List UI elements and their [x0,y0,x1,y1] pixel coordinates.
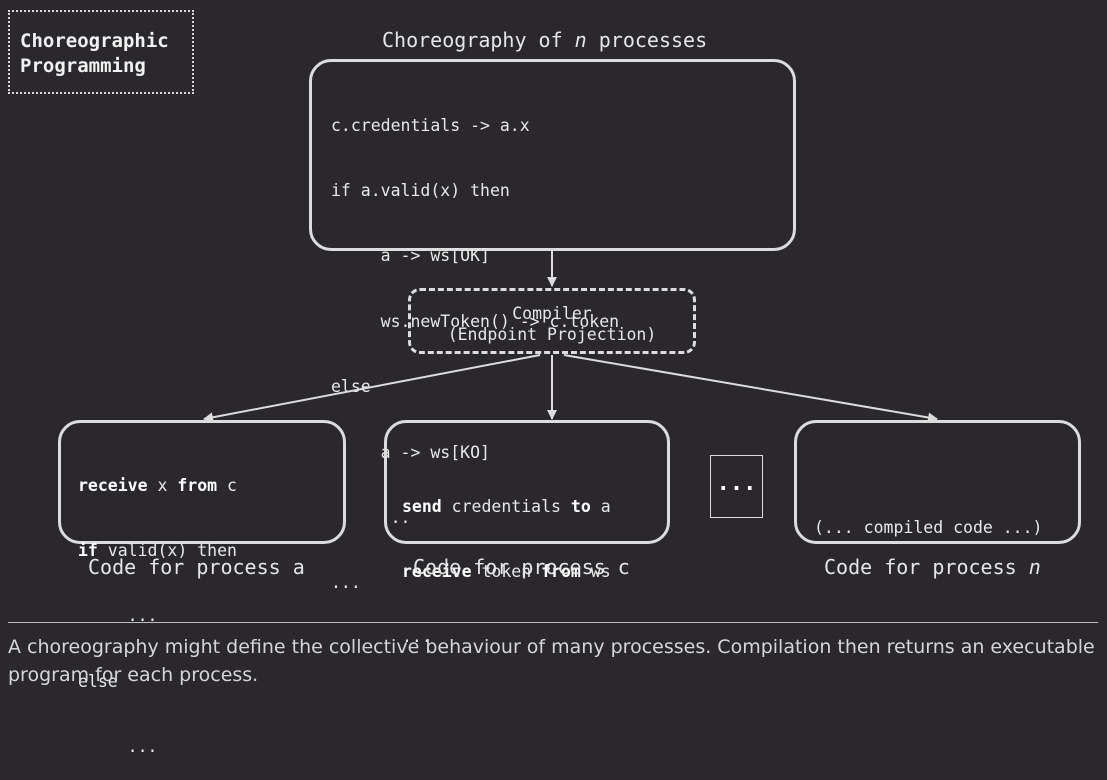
process-c-label: Code for process c [413,555,630,579]
process-c-box: send credentials to a receive token from… [384,420,670,646]
badge-line-1: Choreographic [20,30,169,52]
compiler-box: Compiler (Endpoint Projection) [408,288,696,354]
choreographic-programming-badge: Choreographic Programming [8,10,194,94]
process-c-line: ... [402,627,432,647]
process-n-box: (... compiled code ...) [794,420,1081,544]
arrows [203,251,938,423]
title-var: n [574,28,587,52]
choreography-title: Choreography of n processes [382,28,707,52]
choreography-box: c.credentials -> a.x if a.valid(x) then … [309,59,796,592]
title-prefix: Choreography of [382,28,575,52]
choreo-line: ws.newToken() -> c.token [331,311,620,331]
caption-divider [8,622,1098,623]
arrow-compiler-to-n [563,354,938,423]
process-a-label: Code for process a [88,555,305,579]
choreo-line: c.credentials -> a.x [331,115,530,135]
compiler-sublabel: (Endpoint Projection) [447,325,657,344]
process-a-line: else [78,671,118,691]
badge-line-2: Programming [20,55,146,77]
compiler-label: Compiler [512,304,592,323]
process-a-line: if valid(x) then [78,540,237,560]
more-processes-box: ... [710,455,763,518]
process-a-box: receive x from c if valid(x) then ... el… [58,420,346,756]
title-suffix: processes [586,28,708,52]
choreo-line: ... [331,573,361,593]
arrow-compiler-to-a [203,354,541,423]
choreo-line: if a.valid(x) then [331,180,510,200]
process-a-line: ... [78,737,158,757]
process-c-line: send credentials to a [402,496,611,516]
choreo-line: a -> ws[OK] [331,246,490,266]
process-c-line: receive token from ws [402,561,611,581]
figure-caption: A choreography might define the collecti… [8,636,1095,686]
process-a-line: receive x from c [78,475,237,495]
choreo-line: else [331,377,371,397]
process-a-line: ... [78,606,158,626]
process-n-line: (... compiled code ...) [814,517,1043,537]
process-n-label: Code for process n [824,555,1041,579]
